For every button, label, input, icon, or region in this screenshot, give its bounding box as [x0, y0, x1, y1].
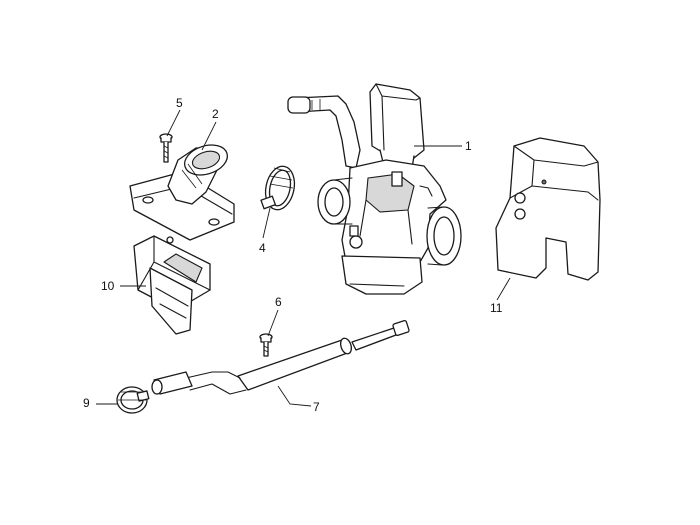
callout-5: 5 — [176, 96, 183, 110]
part-clamp-9 — [116, 386, 150, 414]
callout-10: 10 — [101, 279, 115, 293]
callout-11: 11 — [490, 301, 503, 315]
callout-9: 9 — [83, 396, 90, 410]
part-intake-manifold — [129, 144, 235, 241]
leader-11 — [496, 277, 511, 301]
callout-4: 4 — [259, 241, 266, 255]
part-carburettor — [287, 83, 462, 295]
leader-6 — [267, 309, 279, 337]
callout-6: 6 — [275, 295, 282, 309]
callout-2: 2 — [212, 107, 219, 121]
part-reed-valve-10 — [133, 235, 211, 335]
part-screw-6 — [259, 333, 273, 357]
part-cover-11 — [495, 137, 601, 281]
leader-2 — [201, 121, 217, 151]
callout-1: 1 — [465, 139, 472, 153]
part-screw-5 — [159, 133, 173, 163]
leader-7 — [277, 385, 312, 407]
leader-4 — [262, 207, 271, 239]
leader-5 — [166, 109, 181, 137]
part-hose-clamp-4 — [260, 165, 296, 211]
leader-lines — [96, 109, 511, 407]
part-assembly-7 — [151, 320, 410, 395]
callout-7: 7 — [313, 400, 320, 414]
